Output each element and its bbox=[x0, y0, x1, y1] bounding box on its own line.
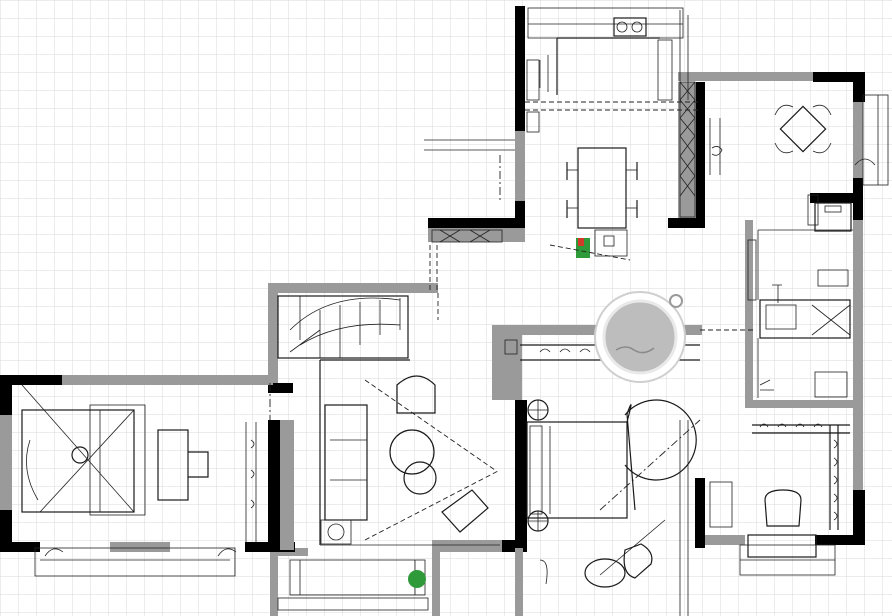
staircase bbox=[277, 295, 409, 359]
magnifier-icon[interactable] bbox=[594, 291, 686, 383]
plant-icon bbox=[408, 570, 426, 588]
toilet-icon bbox=[817, 269, 849, 287]
sink-icon bbox=[814, 202, 852, 232]
bed-west bbox=[21, 409, 135, 513]
kitchen bbox=[424, 7, 700, 290]
bathroom bbox=[700, 194, 853, 398]
northeast-room bbox=[679, 81, 889, 218]
walls bbox=[0, 6, 865, 616]
bathtub-icon bbox=[759, 299, 851, 339]
bed bbox=[526, 421, 628, 519]
round-table-icon bbox=[774, 104, 832, 154]
bedroom-southeast bbox=[679, 420, 850, 616]
range-hob-icon bbox=[613, 17, 647, 37]
bedroom-west bbox=[21, 383, 271, 577]
dining-table bbox=[577, 147, 627, 229]
living-room bbox=[277, 293, 501, 611]
